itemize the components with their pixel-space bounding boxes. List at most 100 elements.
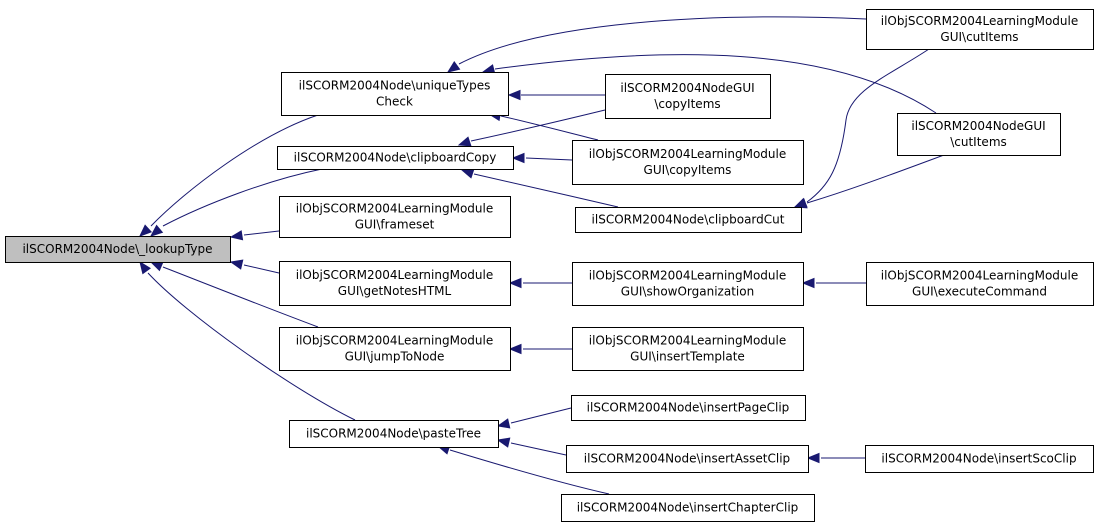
edge-node-cut-items-to-clipboard-cut (793, 154, 945, 209)
node-box (5, 236, 231, 263)
node-insert-asset-clip[interactable]: ilSCORM2004Node\insertAssetClip (566, 445, 809, 473)
arrowhead-icon (806, 452, 820, 464)
arrowhead-icon (457, 136, 472, 147)
edge-insert-page-clip-to-paste-tree (496, 407, 572, 429)
node-label: ilObjSCORM2004LearningModule (589, 147, 786, 161)
node-label: ilObjSCORM2004LearningModule (296, 268, 493, 282)
node-jump-to-node[interactable]: ilObjSCORM2004LearningModuleGUI\jumpToNo… (279, 327, 511, 371)
edge-line (525, 157, 573, 161)
node-label: ilSCORM2004NodeGUI (911, 119, 1045, 133)
edge-line (458, 16, 867, 65)
node-label: ilSCORM2004NodeGUI (620, 81, 754, 95)
edge-insert-sco-clip-to-insert-asset-clip (806, 452, 865, 464)
edge-show-organization-to-get-notes-html (508, 277, 572, 289)
edge-line (162, 168, 323, 227)
node-insert-page-clip[interactable]: ilSCORM2004Node\insertPageClip (571, 395, 806, 421)
arrowhead-icon (229, 230, 244, 241)
node-node-copy-items[interactable]: ilSCORM2004NodeGUI\copyItems (605, 74, 771, 119)
node-insert-template[interactable]: ilObjSCORM2004LearningModuleGUI\insertTe… (572, 327, 804, 371)
arrowhead-icon (508, 343, 522, 355)
edge-clipboard-copy-to-lookup-type (149, 168, 323, 237)
node-label: ilSCORM2004Node\pasteTree (306, 427, 481, 441)
arrowhead-icon (507, 89, 521, 101)
node-box (605, 74, 771, 119)
node-label: GUI\cutItems (940, 30, 1018, 44)
node-box (279, 196, 511, 238)
node-label: ilObjSCORM2004LearningModule (589, 269, 786, 283)
edge-line (500, 115, 599, 141)
arrowhead-icon (801, 277, 815, 289)
node-lm-copy-items[interactable]: ilObjSCORM2004LearningModuleGUI\copyItem… (572, 140, 804, 185)
node-label: ilObjSCORM2004LearningModule (589, 334, 786, 348)
edge-line (473, 173, 619, 208)
node-show-organization[interactable]: ilObjSCORM2004LearningModuleGUI\showOrga… (572, 262, 804, 306)
node-execute-command[interactable]: ilObjSCORM2004LearningModuleGUI\executeC… (866, 262, 1094, 306)
edge-line (243, 230, 280, 236)
node-box (866, 262, 1094, 306)
node-insert-sco-clip[interactable]: ilSCORM2004Node\insertScoClip (865, 445, 1094, 473)
arrowhead-icon (229, 259, 244, 270)
edge-line (470, 109, 606, 142)
node-box (866, 9, 1094, 50)
node-label: GUI\frameset (355, 218, 435, 232)
edge-insert-asset-clip-to-paste-tree (496, 437, 567, 456)
node-box (277, 146, 514, 170)
edge-line (162, 266, 319, 328)
edge-unique-types-check-to-lookup-type (139, 114, 319, 237)
node-label: \cutItems (950, 135, 1007, 149)
node-insert-chapter-clip[interactable]: ilSCORM2004Node\insertChapterClip (561, 494, 815, 522)
edge-execute-command-to-show-organization (801, 277, 866, 289)
node-label: ilObjSCORM2004LearningModule (296, 202, 493, 216)
node-label: GUI\executeCommand (912, 285, 1047, 299)
node-label: ilSCORM2004Node\_lookupType (22, 242, 212, 256)
arrowhead-icon (511, 152, 525, 164)
node-label: Check (376, 95, 413, 109)
edge-line (243, 264, 280, 274)
node-box (566, 445, 809, 473)
arrowhead-icon (496, 437, 511, 448)
edge-line (494, 54, 937, 114)
node-clipboard-copy[interactable]: ilSCORM2004Node\clipboardCopy (277, 146, 514, 170)
node-box (289, 420, 499, 448)
node-get-notes-html[interactable]: ilObjSCORM2004LearningModuleGUI\getNotes… (279, 261, 511, 306)
node-label: ilSCORM2004Node\insertScoClip (881, 452, 1076, 466)
node-box (571, 395, 806, 421)
edge-paste-tree-to-lookup-type (139, 260, 356, 421)
edge-lm-copy-items-to-clipboard-copy (511, 152, 573, 164)
node-label: ilObjSCORM2004LearningModule (881, 269, 1078, 283)
node-label: ilSCORM2004Node\clipboardCut (592, 213, 785, 227)
node-label: ilObjSCORM2004LearningModule (881, 14, 1078, 28)
edge-node-copy-items-to-unique-types-check (507, 89, 605, 101)
edge-line (806, 48, 930, 203)
node-label: ilSCORM2004Node\insertChapterClip (577, 501, 799, 515)
node-label: GUI\copyItems (644, 163, 732, 177)
arrowhead-icon (446, 60, 461, 73)
edge-line (510, 407, 572, 424)
node-label: ilSCORM2004Node\insertPageClip (587, 401, 790, 415)
node-label: ilSCORM2004Node\insertAssetClip (584, 452, 790, 466)
node-lookup-type[interactable]: ilSCORM2004Node\_lookupType (5, 236, 231, 263)
edge-frameset-to-lookup-type (229, 230, 280, 241)
arrowhead-icon (460, 168, 475, 179)
arrowhead-icon (149, 224, 164, 237)
edge-line (449, 449, 610, 495)
node-box (572, 327, 804, 371)
edges-layer (139, 16, 945, 495)
edge-node-copy-items-to-clipboard-copy (457, 109, 606, 147)
node-label: ilSCORM2004Node\uniqueTypes (299, 79, 491, 93)
node-box (281, 72, 509, 116)
edge-line (150, 114, 319, 227)
node-box (572, 262, 804, 306)
node-label: ilObjSCORM2004LearningModule (296, 334, 493, 348)
node-node-cut-items[interactable]: ilSCORM2004NodeGUI \cutItems (897, 113, 1061, 156)
edge-line (806, 154, 945, 204)
node-paste-tree[interactable]: ilSCORM2004Node\pasteTree (289, 420, 499, 448)
node-clipboard-cut[interactable]: ilSCORM2004Node\clipboardCut (575, 207, 802, 233)
arrowhead-icon (508, 277, 522, 289)
arrowhead-icon (149, 261, 164, 272)
node-box (575, 207, 802, 233)
node-label: GUI\showOrganization (621, 285, 754, 299)
